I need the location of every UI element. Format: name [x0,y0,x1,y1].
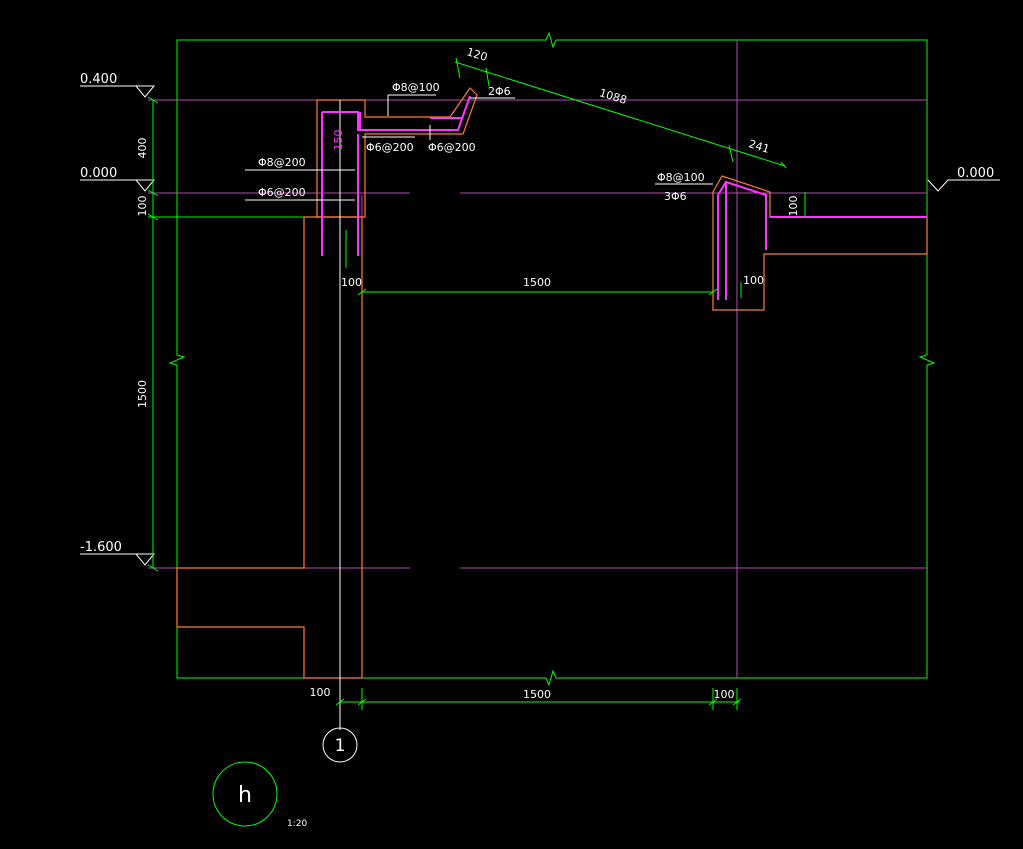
level-bottom: -1.600 [80,540,122,555]
span-dimension [357,288,718,296]
scale-label: 1:20 [287,819,307,829]
label-side-2: Φ6@200 [258,186,306,199]
level-zero-right: 0.000 [957,166,994,181]
right-beam-concrete [712,175,928,311]
section-label: h [238,783,252,808]
level-zero-left: 0.000 [80,166,117,181]
level-top: 0.400 [80,72,117,87]
dim-bottom-right-100: 100 [714,688,735,701]
dim-span-1500: 1500 [523,276,551,289]
label-beam-rebar: Φ8@100 [657,171,705,184]
dim-bottom-left-100: 100 [310,686,331,699]
parapet [316,87,478,218]
dim-1500: 1500 [136,380,149,408]
axis-bubble [322,727,358,763]
dim-120: 120 [465,45,489,64]
rebar-lines [321,95,927,300]
left-wall-concrete [176,216,363,679]
bottom-dimension-chain [335,688,742,710]
vertical-dimension-chain [147,96,304,572]
section-circle [212,761,278,827]
label-top-rebar: Φ8@100 [392,81,440,94]
level-marks [80,85,1000,566]
beam-leaders [655,183,806,298]
label-3-bars: 3Φ6 [664,190,687,203]
drawing-frame [168,31,936,687]
label-height-150: 150 [332,130,345,151]
label-beam-h100: 100 [787,196,800,217]
dim-1088: 1088 [598,86,629,107]
dim-100: 100 [136,196,149,217]
label-2-bars: 2Φ6 [488,85,511,98]
label-side-1: Φ8@200 [258,156,306,169]
grid-lines [148,40,927,678]
dim-400: 400 [136,138,149,159]
label-wall-100: 100 [341,276,362,289]
dim-bottom-1500: 1500 [523,688,551,701]
parapet-leaders [245,94,515,268]
label-beam-w100: 100 [743,274,764,287]
label-stirrup-1: Φ6@200 [366,141,414,154]
axis-label: 1 [335,736,346,756]
slope-dimensions [454,57,787,169]
label-stirrup-2: Φ6@200 [428,141,476,154]
dim-241: 241 [747,137,771,156]
